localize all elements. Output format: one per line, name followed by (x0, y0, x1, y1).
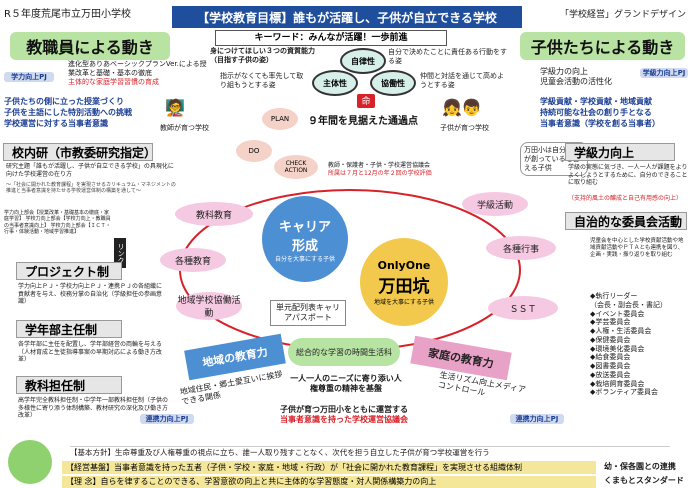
renkei-pj-right: 連携力向上PJ (510, 414, 564, 424)
check-action-bubble: CHECK ACTION (274, 155, 318, 179)
shutai-circle: 主体性 (312, 70, 358, 96)
gakkyu-ellipse: 学級活動 (462, 192, 528, 216)
konai-box: 校内研（市教委研究指定） (3, 143, 156, 161)
keyword-box: キーワード：みんなが活躍！一歩前進 (215, 30, 447, 46)
gakunen-box: 学年部主任制 (16, 320, 122, 338)
management-base: 【経営基盤】当事者意識を持った五者（子供・学校・家庭・地域・行政）が「社会に開か… (62, 461, 596, 474)
onlyone-label: OnlyOne (377, 258, 431, 272)
teacher-caption: 教師が育つ学校 (160, 124, 209, 132)
gakkyu-text: 学級の実態に気づき、一人一人が課題をよりよくしようとするために、自分のできること… (568, 164, 688, 186)
basic-policy: 【基本方針】生命尊重及び人権尊重の視点に立ち、誰一人取り残すことなく、次代を担う… (70, 446, 670, 457)
kyodo-desc: 仲間と対話を通じて高めようとする姿 (420, 72, 504, 89)
nine-years: ９年間を見据えた通過点 (308, 116, 418, 127)
jiritsu-desc: 自分で決めたことに責任ある行動をする姿 (388, 48, 507, 65)
iinkai-box: 自治的な委員会活動 (565, 212, 687, 230)
right-point-1: 学級貢献・学校貢献・地域貢献 (540, 97, 652, 106)
kakushu2-ellipse: 各種行事 (486, 236, 556, 260)
school-name: R５年度荒尾市立万田小学校 (4, 9, 131, 20)
committee-item: ◆ボランティア委員会 (590, 388, 658, 397)
konai-text: 研究主題「誰もが活躍し、子供が自立できる学校」の具現化に向けた学校運営の在り方 (6, 163, 174, 178)
committee-item: ◆栽培飼育委員会 (590, 379, 645, 388)
sst-ellipse: ＳＳＴ (488, 296, 558, 320)
kyoka-text: 高学年完全教科担任制・中学年一部教科担任制（子供の多様性に寄り添う体制構築、教材… (18, 397, 169, 419)
teacher-illustration-icon: 🧑‍🏫 (165, 98, 185, 117)
committee-item: ◆環境美化委員会 (590, 344, 645, 353)
left-point-1: 子供たちの側に立った授業づくり (4, 97, 124, 106)
left-point-2: 子供を主語にした特別活動への挑戦 (4, 108, 132, 117)
committee-item: （会長・副会長・書記） (590, 300, 667, 309)
jiritsu-circle: 自律性 (340, 48, 386, 74)
iinkai-text: 児童会を中心とした学校貢献活動や地域貢献活動やＰＴＡとも連携を図り、企画・実践・… (590, 238, 684, 258)
career-sub: 自分を大事にする子供 (274, 255, 336, 263)
project-text: 学力向上ＰＪ・学校力向上ＰＪ・連携ＰＪの各組織に貢献者を与え、校務分掌の自治化（… (18, 283, 163, 305)
kakushu-ellipse: 各種教育 (160, 248, 226, 272)
committee-item: ◆給食委員会 (590, 353, 631, 362)
committee-item: ◆放送委員会 (590, 370, 631, 379)
gakkyu-sub: （支持的風土の醸成と自己有用感の向上） (568, 195, 683, 202)
left-top-text1: 進化型ありあベーシックプランVer.による授業改革と基礎・基本の徹底主体的な家庭… (68, 60, 207, 86)
design-title: 「学校経営」グランドデザイン (560, 10, 687, 20)
philosophy: 【理 念】自らを律することのできる、学習意欲の向上と共に主体的な学習態度・対人関… (62, 476, 596, 488)
kumamoto-standard: くまもとスタンダード (604, 476, 684, 485)
committee-item: ◆保健委員会 (590, 335, 631, 344)
child-caption: 子供が育つ学校 (440, 124, 489, 132)
mandako-sub: 地域を大事にする子供 (373, 298, 435, 306)
committee-list: ◆執行リーダー （会長・副会長・書記） ◆イベント委員会 ◆学芸委員会 ◆人権・… (590, 292, 690, 397)
career-gear: キャリア形成 自分を大事にする子供 (262, 196, 348, 282)
gakunen-text: 各学年部に主任を配置し、学年部経営の両輪を与える（人材育成と生徒指導事案の早期対… (18, 341, 162, 363)
do-bubble: DO (236, 140, 272, 162)
sogo-ellipse: 総合的な学習の時間生活科 (288, 338, 400, 366)
logo-icon (8, 440, 52, 484)
link-arrow: リンク (114, 238, 126, 268)
kyoka-box: 教科担任制 (16, 376, 122, 394)
kindergarten-link: 幼・保各園との連携 (604, 462, 676, 471)
gakkyu-box: 学級力向上 (565, 143, 675, 161)
school-goal-banner: 【学校教育目標】誰もが活躍し、子供が自立できる学校 (172, 6, 522, 28)
left-point-3: 学校運営に対する当事者意識 (4, 119, 108, 128)
kodomo-text: 子供が育つ万田小をともに運営する当事者意識を持った学校運営協議会 (280, 405, 408, 424)
bukai-text: 学力向上部会【授業改革・基礎基本の徹底・家庭学習】 学校力向上部会【学校力向上・… (4, 210, 111, 235)
renkei-pj-left: 連携力向上PJ (140, 414, 194, 424)
class-pj-tag: 学級力向上PJ (640, 68, 688, 78)
chiiki-ellipse: 地域学校協働活動 (176, 292, 242, 320)
mandako-label: 万田坑 (378, 276, 430, 297)
right-point-3: 当事者意識（学校を創る当事者） (540, 119, 660, 128)
hitori-text: 一人一人のニーズに寄り添い人権尊重の精神を基盤 (290, 374, 402, 393)
tani-text: 単元配列表キャリアパスポート (270, 300, 346, 326)
children-illustration-icon: 👧👦 (442, 98, 482, 117)
project-box: プロジェクト制 (16, 262, 122, 280)
academic-pj-tag: 学力向上PJ (4, 72, 54, 82)
right-top-text: 学級力の向上児童会活動の活性化 (540, 67, 612, 86)
shutai-desc: 指示がなくても率先して取り組もうとする姿 (220, 72, 304, 89)
konai-sub: ～「社会に開かれた教育課程」を実現させるカリキュラム・マネジメントの推進と当事者… (6, 182, 176, 195)
staff-section-title: 教職員による動き (10, 32, 170, 60)
children-section-title: 子供たちによる動き (520, 32, 685, 60)
plan-bubble: PLAN (262, 108, 298, 130)
committee-item: ◆人権・生活委員会 (590, 327, 652, 335)
committee-item: ◆イベント委員会 (590, 309, 645, 318)
committee-item: ◆執行リーダー (590, 292, 638, 300)
committee-item: ◆図書委員会 (590, 362, 631, 370)
career-label: キャリア形成 (278, 219, 331, 254)
right-point-2: 持続可能な社会の創り手となる (540, 108, 652, 117)
mandako-gear: OnlyOne 万田坑 地域を大事にする子供 (360, 238, 448, 326)
kyoka-ellipse: 教科教育 (175, 202, 253, 226)
committee-item: ◆学芸委員会 (590, 318, 631, 327)
qualities-title: 身につけてほしい３つの資質能力（目指す子供の姿） (210, 47, 315, 64)
kyoshi-text: 教師・保護者・子供・学校運営協議会所属は７月と12月の年２回の学校評価 (328, 162, 432, 177)
kyodo-circle: 協働性 (370, 70, 416, 96)
inochi-badge: 命 (357, 94, 375, 108)
